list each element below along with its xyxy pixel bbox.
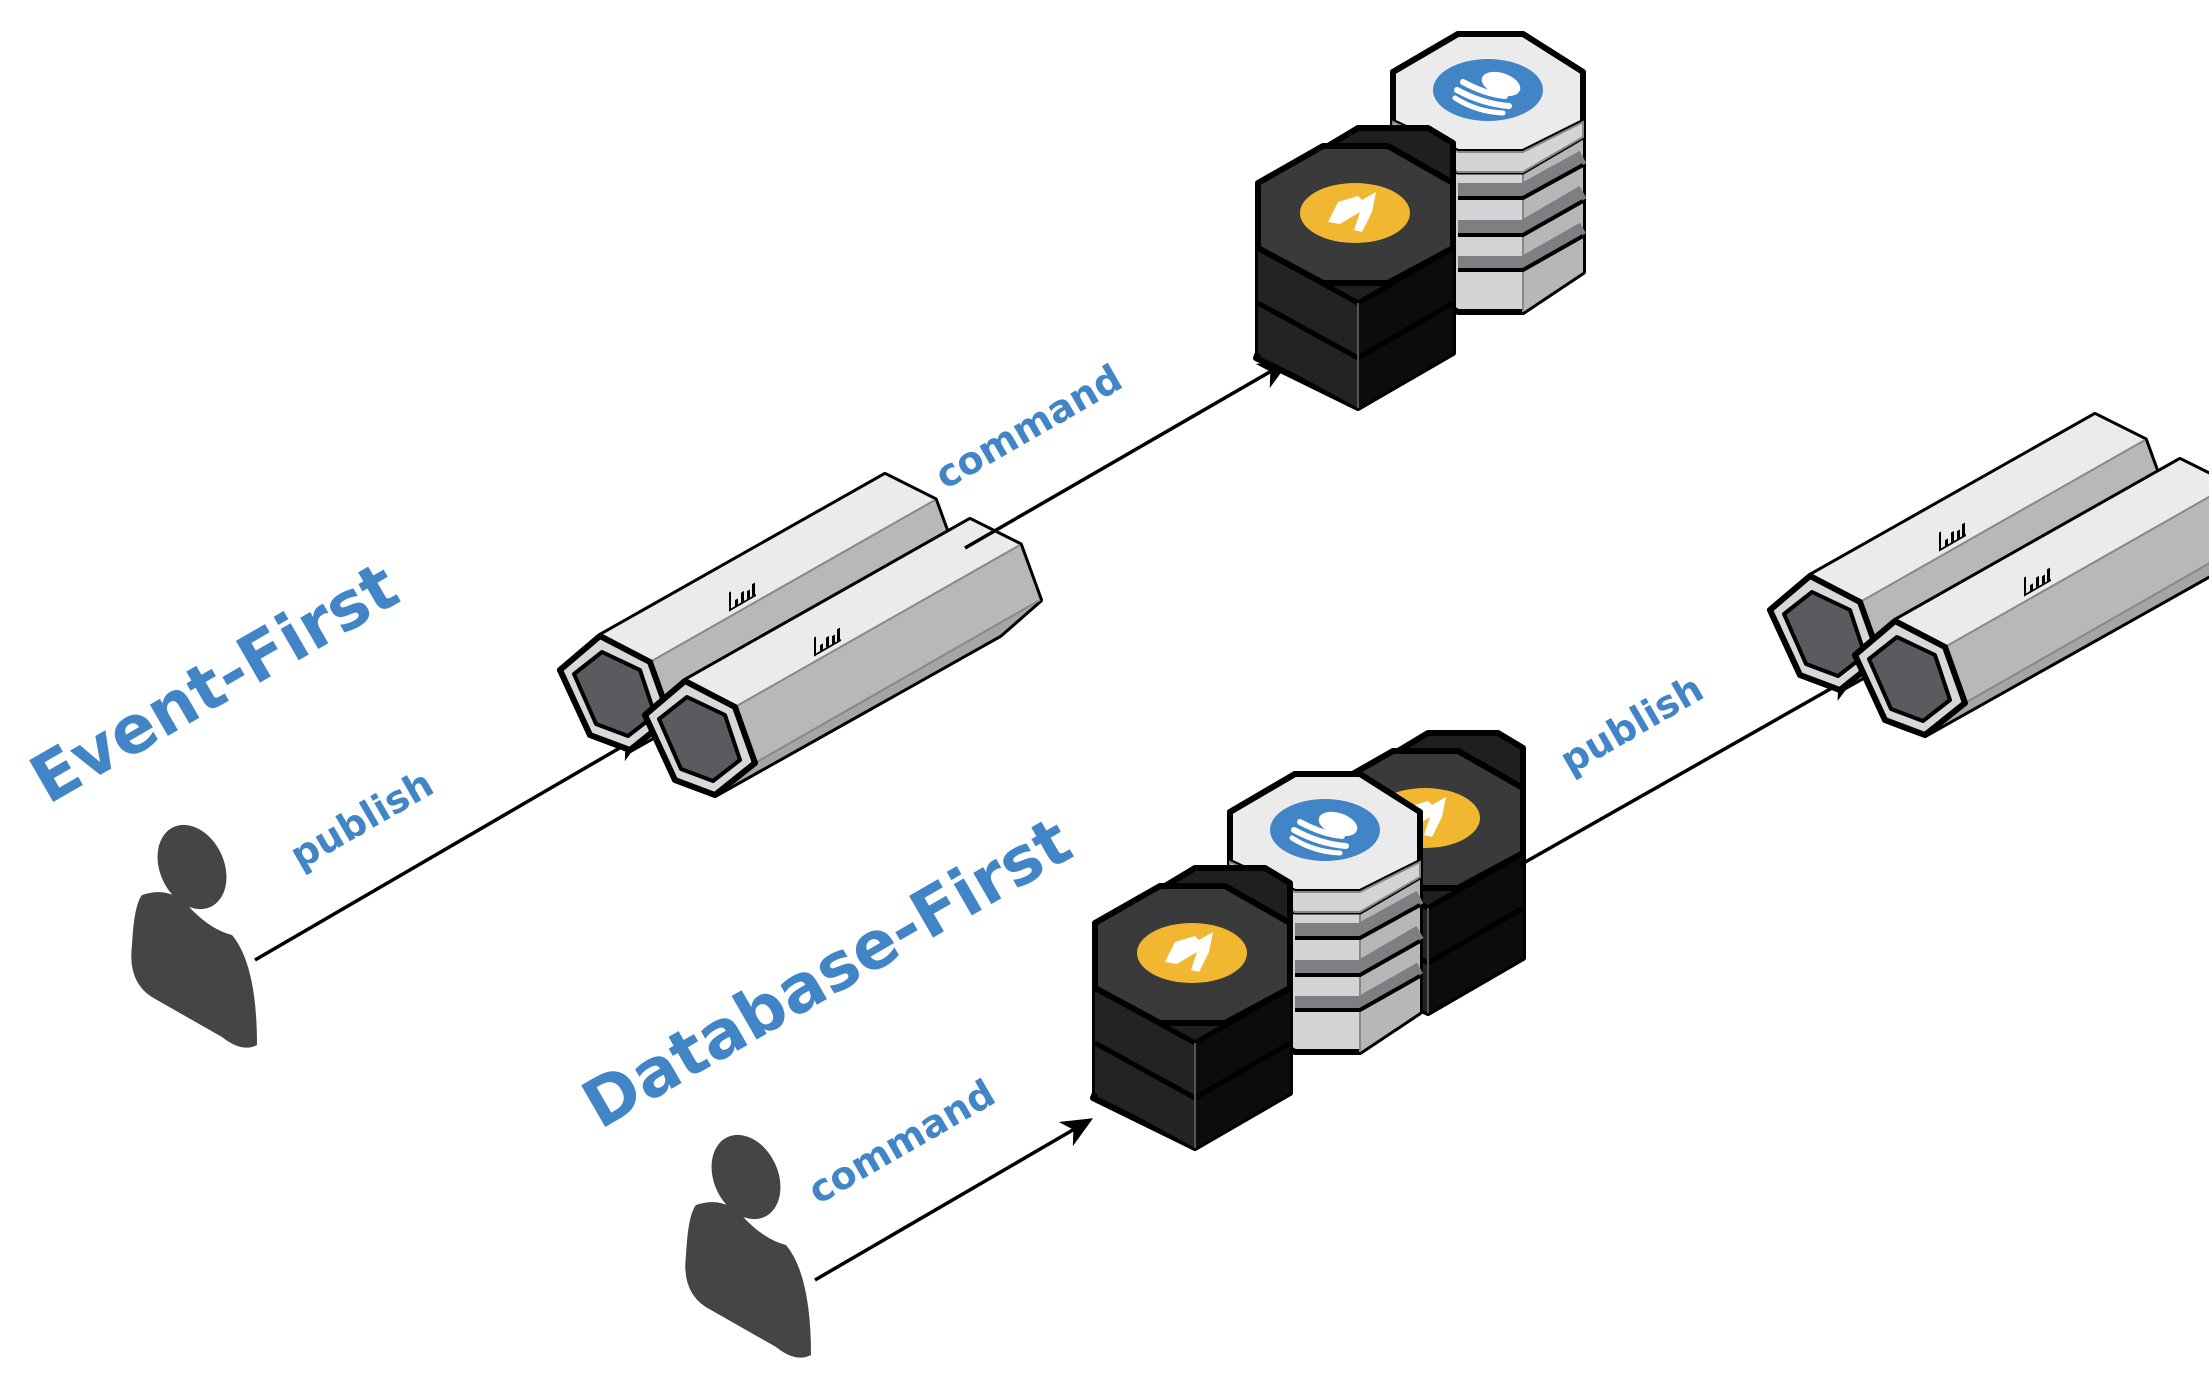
publish-arrow	[1519, 673, 1859, 867]
database-first-title: Database-First	[570, 802, 1085, 1144]
command-label: command	[801, 1071, 1003, 1213]
lambda-icon	[1256, 128, 1453, 408]
kafka-topic-icon	[1770, 415, 2209, 735]
event-first-title: Event-First	[18, 547, 411, 819]
command-label: command	[928, 356, 1130, 498]
publish-label: publish	[283, 761, 441, 878]
lambda-icon	[1093, 868, 1290, 1148]
user-icon	[131, 813, 257, 1048]
command-arrow	[964, 360, 1291, 550]
command-arrow	[814, 1118, 1094, 1282]
user-icon	[685, 1123, 811, 1358]
publish-arrow	[254, 733, 646, 962]
publish-label: publish	[1553, 666, 1711, 783]
kafka-topic-icon	[560, 475, 1040, 795]
